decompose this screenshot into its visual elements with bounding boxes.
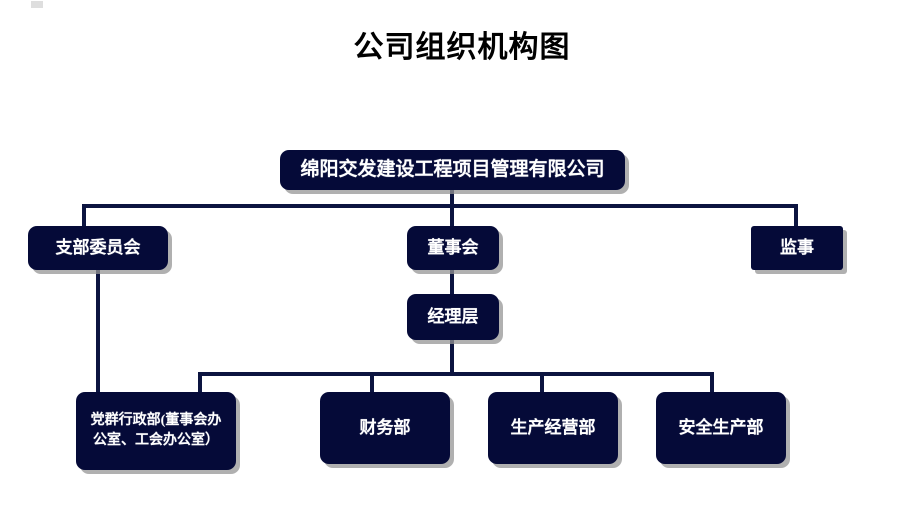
- node-company[interactable]: 绵阳交发建设工程项目管理有限公司: [280, 150, 625, 190]
- node-production-dept[interactable]: 生产经营部: [488, 392, 618, 464]
- connector-company-stem: [450, 190, 454, 206]
- node-management-label: 经理层: [427, 306, 479, 326]
- connector-drop-supervisor: [794, 204, 798, 226]
- node-finance-dept[interactable]: 财务部: [320, 392, 450, 464]
- connector-branch-to-party: [96, 270, 100, 392]
- node-branch-committee[interactable]: 支部委员会: [28, 226, 168, 270]
- node-management[interactable]: 经理层: [407, 294, 499, 340]
- node-production-dept-label: 生产经营部: [510, 417, 596, 437]
- connector-level1-bus: [82, 204, 798, 208]
- connector-drop-finance: [370, 372, 374, 392]
- connector-drop-board: [450, 204, 454, 226]
- node-safety-dept[interactable]: 安全生产部: [656, 392, 786, 464]
- node-safety-dept-label: 安全生产部: [678, 417, 764, 437]
- connector-drop-branch: [82, 204, 86, 226]
- node-finance-dept-label: 财务部: [359, 417, 411, 437]
- node-party-admin-dept-label: 党群行政部(董事会办公室、工会办公室）: [90, 412, 222, 448]
- connector-drop-party: [198, 372, 202, 392]
- node-board-of-directors-label: 董事会: [427, 237, 479, 257]
- connector-drop-production: [540, 372, 544, 392]
- node-supervisor-label: 监事: [780, 237, 814, 257]
- node-supervisor[interactable]: 监事: [751, 226, 843, 270]
- connector-drop-safety: [710, 372, 714, 392]
- node-party-admin-dept[interactable]: 党群行政部(董事会办公室、工会办公室）: [76, 392, 236, 470]
- node-branch-committee-label: 支部委员会: [55, 237, 141, 257]
- node-company-label: 绵阳交发建设工程项目管理有限公司: [300, 159, 605, 181]
- connector-manager-stem: [450, 340, 454, 374]
- connector-board-to-manager: [450, 270, 454, 294]
- node-board-of-directors[interactable]: 董事会: [407, 226, 499, 270]
- corner-artifact: [31, 1, 43, 8]
- page-title: 公司组织机构图: [353, 31, 571, 64]
- connector-level3-bus: [198, 372, 714, 376]
